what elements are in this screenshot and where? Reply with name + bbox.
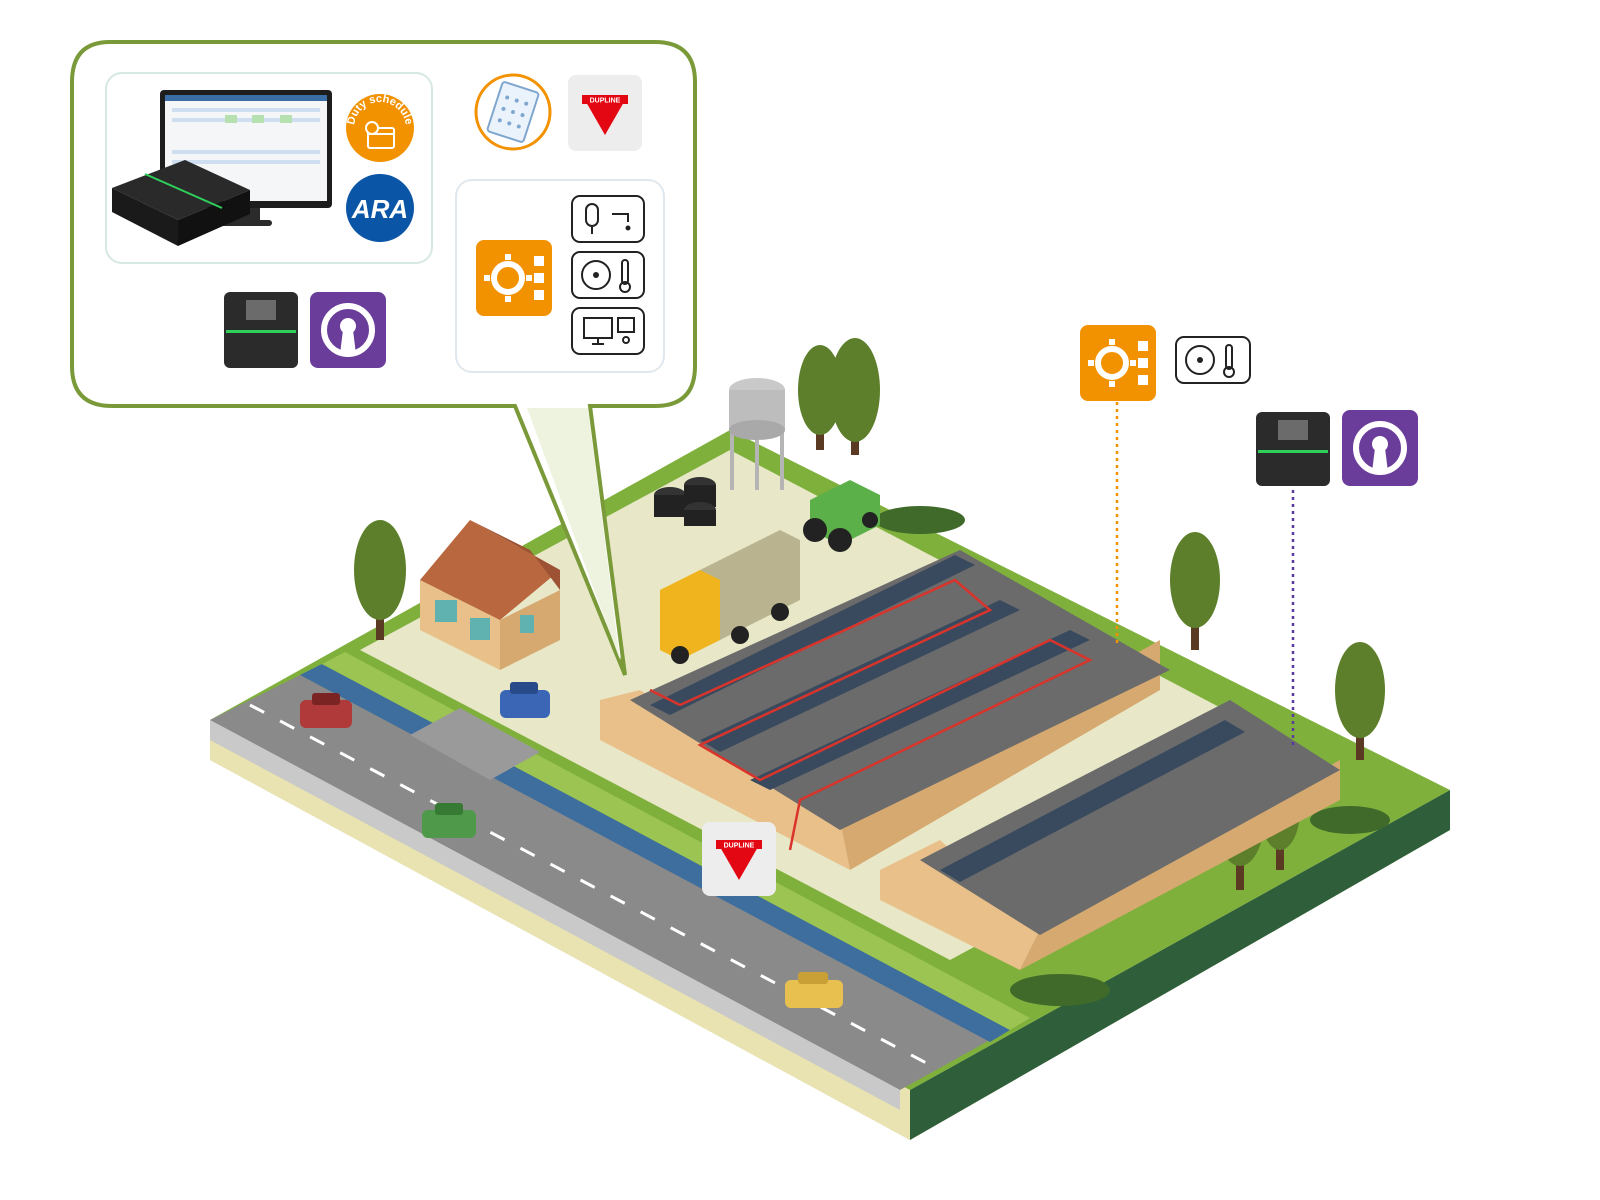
farm-house bbox=[420, 520, 560, 670]
monitoring-screen-icon bbox=[571, 307, 645, 355]
automation-gear-icon bbox=[476, 240, 552, 316]
car-red bbox=[300, 693, 352, 728]
fan-temperature-icon bbox=[571, 251, 645, 299]
hay-bales bbox=[654, 477, 716, 526]
scene-automation-gear-icon bbox=[1080, 325, 1156, 401]
truck bbox=[660, 530, 800, 664]
tablet-keypad-icon bbox=[474, 73, 552, 151]
scene-app-keyhole-icon bbox=[1342, 410, 1418, 486]
tree bbox=[1335, 642, 1385, 760]
scene-dupline-logo-icon: DUPLINE bbox=[702, 822, 776, 896]
tree bbox=[1170, 532, 1220, 650]
car-blue bbox=[500, 682, 550, 718]
tree bbox=[830, 338, 880, 455]
keypad-controller-icon bbox=[112, 160, 250, 246]
barn-main bbox=[600, 550, 1170, 870]
ara-label: ARA bbox=[351, 194, 408, 224]
controller-box-icon bbox=[224, 292, 298, 368]
duty-schedule-icon: Duty schedule bbox=[345, 93, 415, 162]
car-yellow bbox=[785, 972, 843, 1008]
app-keyhole-icon bbox=[310, 292, 386, 368]
ara-logo-icon: ARA bbox=[346, 174, 414, 242]
dupline-logo-icon: DUPLINE bbox=[568, 75, 642, 151]
car-green bbox=[422, 803, 476, 838]
scene-controller-box-icon bbox=[1256, 412, 1330, 486]
silo bbox=[729, 378, 785, 490]
cars bbox=[300, 682, 843, 1008]
dupline-label-bottom: DUPLINE bbox=[724, 843, 755, 850]
scene-fan-temperature-icon bbox=[1175, 336, 1251, 384]
tractor bbox=[803, 480, 880, 552]
tree bbox=[798, 345, 842, 450]
silo-water-icon bbox=[571, 195, 645, 243]
dupline-label-top: DUPLINE bbox=[590, 98, 621, 105]
tree bbox=[354, 520, 406, 640]
barn-second bbox=[880, 700, 1340, 970]
